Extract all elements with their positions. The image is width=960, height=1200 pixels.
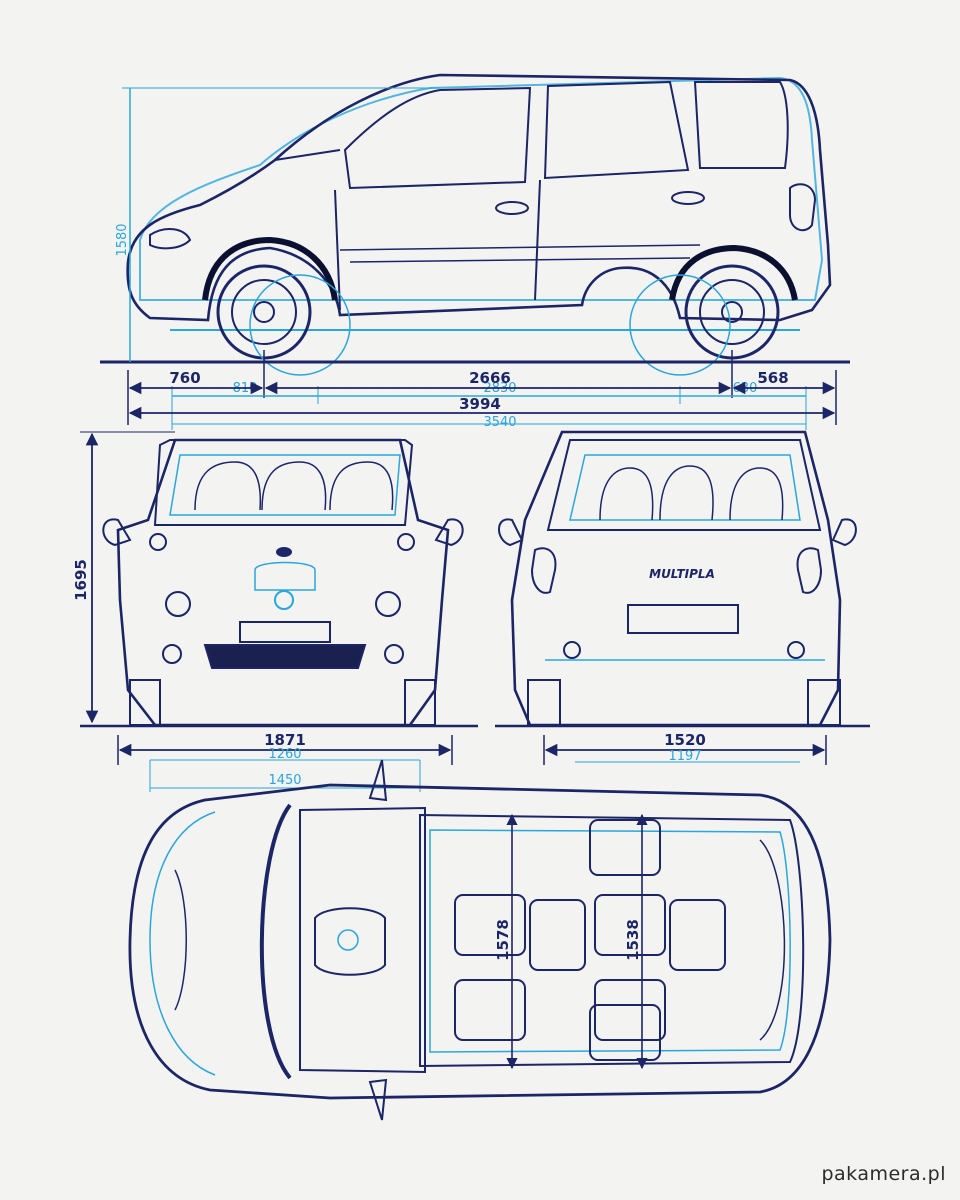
watermark: pakamera.pl	[821, 1163, 946, 1185]
rear-view: MULTIPLA 1520 1197	[495, 430, 870, 765]
dim-rear-overhang: 568	[757, 369, 788, 387]
dim-front-width: 1871	[264, 731, 306, 749]
dim-height: 1695	[72, 559, 90, 601]
dim-rear-track: 1520	[664, 731, 706, 749]
dim-overall-length: 3994	[459, 395, 501, 413]
rear-badge: MULTIPLA	[649, 567, 715, 581]
dim-wheelbase: 2666	[469, 369, 511, 387]
top-view: 1578 1538	[128, 759, 832, 1121]
dim-interior-width-front: 1578	[494, 919, 512, 961]
dim-front-overhang: 760	[169, 369, 200, 387]
dim-overall-length-light: 3540	[483, 415, 516, 430]
side-view: 1580	[100, 73, 850, 376]
dim-rear-track-light: 1197	[668, 749, 701, 764]
dim-front-width-light: 1260	[268, 747, 301, 762]
front-view: 1695 1871 1260 1450	[72, 431, 478, 792]
dim-front-width-light-2: 1450	[268, 773, 301, 788]
dim-side-height-light: 1580	[115, 223, 130, 256]
dim-interior-width-rear: 1538	[624, 919, 642, 961]
side-dimension-lines: 810 2830 630 3540 760 2666 568 3994	[127, 350, 837, 430]
